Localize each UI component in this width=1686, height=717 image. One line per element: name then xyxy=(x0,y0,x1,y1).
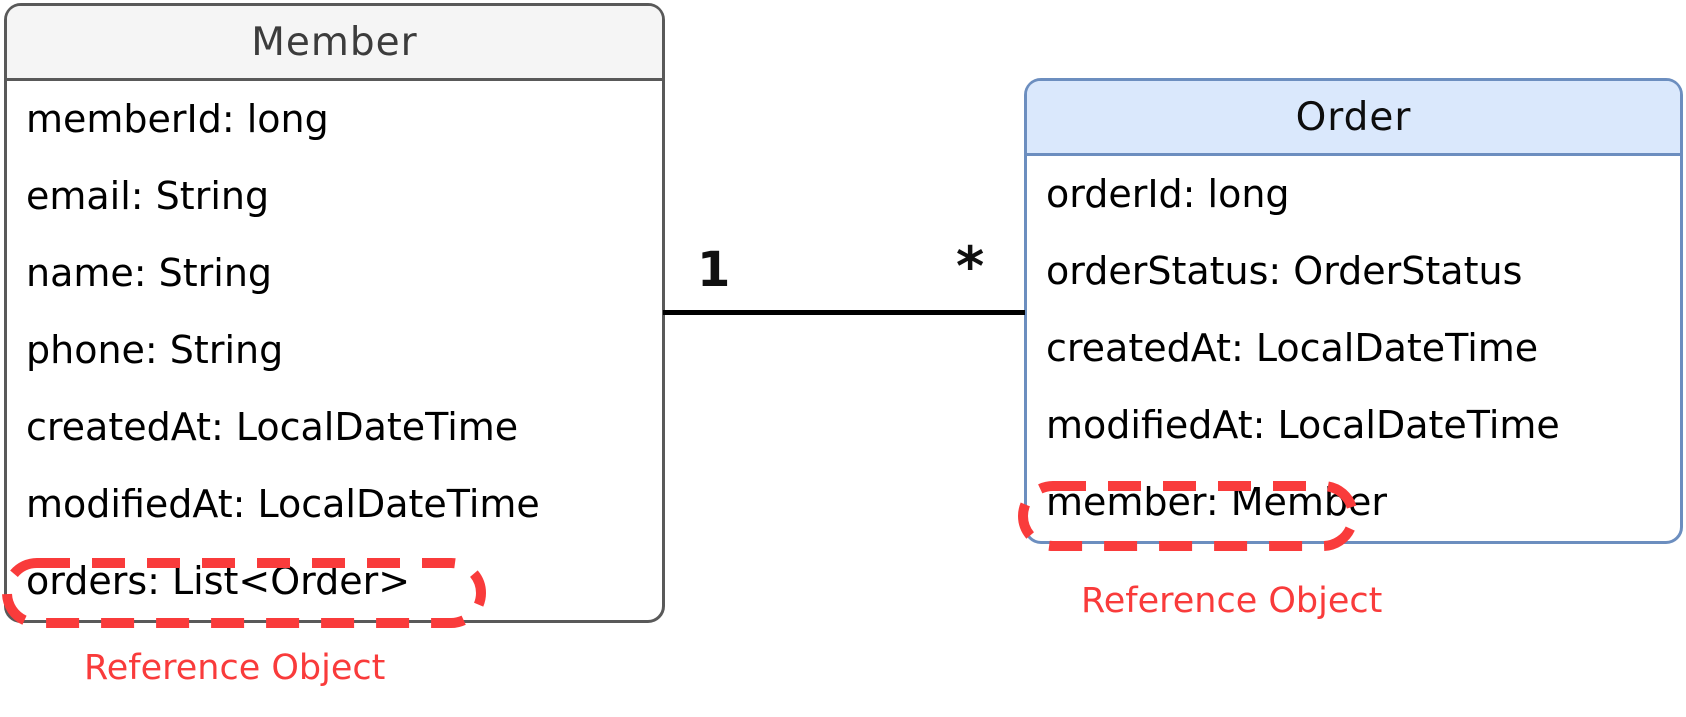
class-box-member: Member memberId: long email: String name… xyxy=(4,3,665,623)
member-attr-email: email: String xyxy=(26,174,270,219)
class-title-order: Order xyxy=(1295,94,1412,140)
member-attr-orders-highlighted: orders: List<Order> xyxy=(26,558,411,603)
association-line xyxy=(663,310,1025,315)
annotation-reference-object-member: Reference Object xyxy=(84,648,386,688)
class-title-member: Member xyxy=(251,19,418,65)
class-body-order: orderId: long orderStatus: OrderStatus c… xyxy=(1027,156,1680,541)
order-attr-createdAt: createdAt: LocalDateTime xyxy=(1046,326,1539,371)
annotation-reference-object-order: Reference Object xyxy=(1081,581,1383,621)
class-header-order: Order xyxy=(1027,81,1680,156)
member-attr-modifiedAt: modifiedAt: LocalDateTime xyxy=(26,482,540,527)
multiplicity-order-end: * xyxy=(956,235,985,298)
order-attr-orderStatus: orderStatus: OrderStatus xyxy=(1046,249,1523,294)
order-attr-orderId: orderId: long xyxy=(1046,172,1290,217)
member-attr-memberId: memberId: long xyxy=(26,97,329,142)
class-box-order: Order orderId: long orderStatus: OrderSt… xyxy=(1024,78,1683,544)
class-body-member: memberId: long email: String name: Strin… xyxy=(7,81,662,620)
order-attr-member-highlighted: member: Member xyxy=(1046,480,1388,525)
class-header-member: Member xyxy=(7,6,662,81)
member-attr-name: name: String xyxy=(26,251,273,296)
member-attr-phone: phone: String xyxy=(26,328,284,373)
order-attr-modifiedAt: modifiedAt: LocalDateTime xyxy=(1046,403,1560,448)
multiplicity-member-end: 1 xyxy=(697,242,731,298)
member-attr-createdAt: createdAt: LocalDateTime xyxy=(26,405,519,450)
